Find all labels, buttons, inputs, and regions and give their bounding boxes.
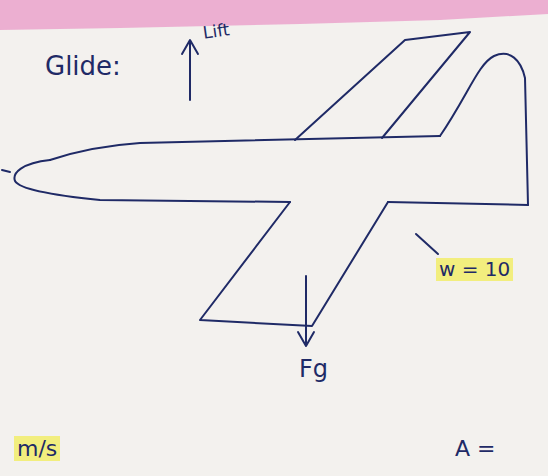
far-wing	[295, 32, 470, 140]
force-label: Fg	[296, 356, 331, 384]
fuselage-top	[50, 136, 440, 160]
force-label: Lift	[199, 20, 234, 44]
gravity-arrow	[298, 276, 314, 346]
lift-arrow	[182, 40, 198, 100]
fuselage-bottom-rear	[388, 202, 528, 205]
dimension-label: w = 10	[436, 258, 513, 281]
tail-fin	[440, 54, 528, 205]
leader-line	[416, 234, 438, 254]
pink-highlight	[0, 0, 548, 30]
heading-note: Glide:	[42, 52, 124, 82]
fuselage-bottom	[14, 160, 290, 202]
nose-mark	[2, 170, 10, 172]
unit-label: m/s	[14, 436, 60, 461]
formula-label: A =	[452, 436, 498, 461]
near-wing	[200, 202, 388, 326]
